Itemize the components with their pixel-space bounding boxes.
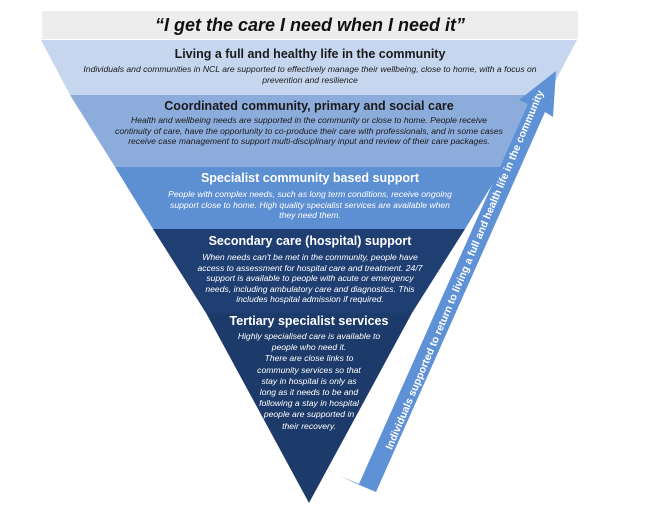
tier-tertiary-description: Highly specialised care is available to … xyxy=(226,331,392,432)
tier-secondary-title: Secondary care (hospital) support xyxy=(208,234,412,248)
tier-tertiary-line: stay in hospital is only as xyxy=(261,375,357,386)
tier-tertiary-line: community services so that xyxy=(257,364,361,375)
tier-tertiary-line: their recovery. xyxy=(282,420,336,431)
quote-text: “I get the care I need when I need it” xyxy=(154,15,466,35)
tier-living-shape xyxy=(41,40,577,95)
tier-coordinated-title: Coordinated community, primary and socia… xyxy=(164,99,454,113)
quote-banner xyxy=(42,11,578,39)
return-arrow xyxy=(340,71,556,492)
tier-tertiary-title: Tertiary specialist services xyxy=(229,314,389,328)
tier-tertiary-line: long as it needs to be and xyxy=(259,387,359,398)
tier-secondary-shape xyxy=(153,229,465,313)
tier-specialist-community-shape xyxy=(115,167,503,229)
tier-tertiary-line: Highly specialised care is available to xyxy=(237,331,381,341)
tier-coordinated-shape xyxy=(70,95,548,167)
tier-secondary-description: When needs can't be met in the community… xyxy=(197,252,423,305)
tier-tertiary-shape xyxy=(206,313,412,503)
tier-living-title: Living a full and healthy life in the co… xyxy=(174,47,446,61)
tier-specialist-community-description: People with complex needs, such as long … xyxy=(168,189,452,221)
tier-tertiary-line: people are supported in xyxy=(263,409,355,420)
tier-tertiary-line: There are close links to xyxy=(264,353,354,364)
tier-living-description: Individuals and communities in NCL are s… xyxy=(83,64,537,85)
tier-tertiary-line: people who need it. xyxy=(271,342,347,353)
tier-coordinated-description: Health and wellbeing needs are supported… xyxy=(115,115,503,147)
tier-tertiary-line: following a stay in hospital xyxy=(259,398,359,409)
tier-specialist-community-title: Specialist community based support xyxy=(200,171,420,185)
